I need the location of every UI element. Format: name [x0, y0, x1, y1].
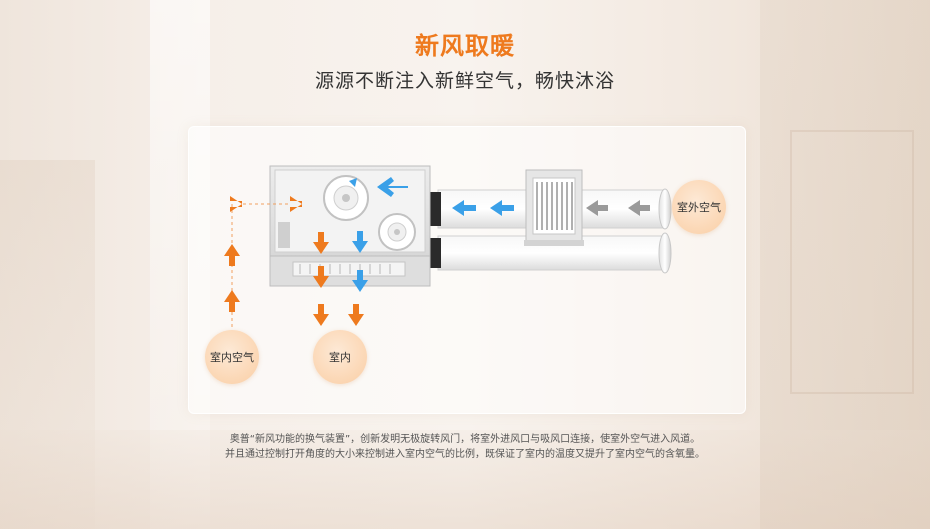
orange-arrow-icon	[313, 232, 329, 254]
orange-arrow-icon	[348, 304, 364, 326]
orange-arrow-icon	[224, 290, 240, 312]
page-title: 新风取暖	[415, 32, 515, 60]
gray-arrow-icon	[586, 200, 608, 216]
indoor-label: 室内	[313, 330, 367, 384]
fresh-airflow-arrows	[349, 177, 514, 292]
damper-valve	[524, 169, 584, 246]
outdoor-air-label: 室外空气	[672, 180, 726, 234]
description-line: 奥普“新风功能的换气装置”，创新发明无极旋转风门，将室外进风口与吸风口连接，使室…	[229, 434, 701, 445]
warm-airflow-arrows	[224, 196, 364, 326]
orange-arrow-icon	[230, 196, 242, 212]
indoor-air-label: 室内空气	[205, 330, 259, 384]
gray-arrow-icon	[628, 200, 650, 216]
outdoor-airflow-arrows	[586, 200, 650, 216]
blue-arrow-icon	[490, 200, 514, 216]
orange-arrow-icon	[224, 244, 240, 266]
description: 奥普“新风功能的换气装置”，创新发明无极旋转风门，将室外进风口与吸风口连接，使室…	[0, 432, 930, 462]
blue-arrow-icon	[352, 231, 368, 253]
page-subtitle: 源源不断注入新鲜空气，畅快沐浴	[314, 70, 615, 92]
blue-arrow-icon	[452, 200, 476, 216]
description-line: 并且通过控制打开角度的大小来控制进入室内空气的比例，既保证了室内的温度又提升了室…	[225, 449, 705, 460]
upper-fan-icon	[323, 175, 369, 221]
orange-arrow-icon	[313, 266, 329, 288]
blue-arrow-icon	[352, 270, 368, 292]
orange-arrow-icon	[313, 304, 329, 326]
orange-arrow-icon	[290, 196, 302, 212]
blue-arrow-icon	[377, 177, 408, 197]
blue-arrow-icon	[349, 178, 357, 187]
lower-fan-icon	[378, 213, 416, 251]
